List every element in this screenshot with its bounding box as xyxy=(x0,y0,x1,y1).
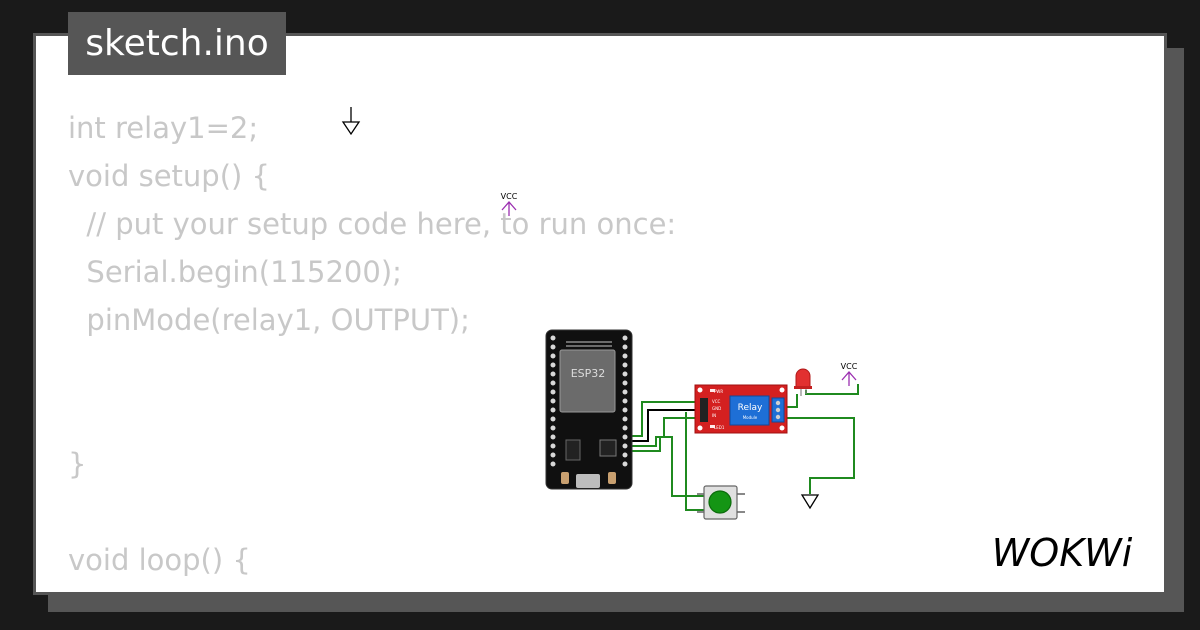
relay-pin-in: IN xyxy=(712,413,716,418)
vcc-symbol-right: VCC xyxy=(841,362,858,386)
relay-module: Relay Module VCC GND IN PWR LED1 xyxy=(694,384,788,434)
wokwi-logo: WOKWi xyxy=(992,531,1133,575)
relay-pin-vcc: VCC xyxy=(712,399,721,404)
vcc-label: VCC xyxy=(501,192,518,201)
code-line: void setup() { xyxy=(68,159,270,193)
code-line: digitalWrite(relay1, LOW); xyxy=(68,584,676,592)
vcc-label-right: VCC xyxy=(841,362,858,371)
code-line: int relay1=2; xyxy=(68,111,259,145)
code-line: void loop() { xyxy=(68,543,251,577)
code-view: int relay1=2; void setup() { // put your … xyxy=(68,104,677,592)
code-line: } xyxy=(68,447,87,481)
esp32-pins-left xyxy=(550,335,556,467)
preview-card: int relay1=2; void setup() { // put your … xyxy=(33,33,1167,595)
ground-symbol xyxy=(341,107,361,136)
relay-sublabel: Module xyxy=(743,415,758,420)
ground-symbol-right xyxy=(800,494,820,510)
code-line: // put your setup code here, to run once… xyxy=(68,207,677,241)
wires xyxy=(630,384,859,511)
relay-led-pwr: PWR xyxy=(714,389,723,394)
code-line: Serial.begin(115200); xyxy=(68,255,402,289)
code-line: pinMode(relay1, OUTPUT); xyxy=(68,303,470,337)
file-title: sketch.ino xyxy=(68,12,286,75)
vcc-symbol: VCC xyxy=(501,192,518,216)
relay-pin-gnd: GND xyxy=(712,406,721,411)
esp32-label: ESP32 xyxy=(571,367,606,380)
relay-led-1: LED1 xyxy=(714,425,725,430)
esp32-pins-right xyxy=(622,335,628,467)
push-button xyxy=(697,485,745,520)
led xyxy=(794,368,812,396)
esp32-board: ESP32 xyxy=(545,329,633,490)
relay-label: Relay xyxy=(738,403,763,413)
